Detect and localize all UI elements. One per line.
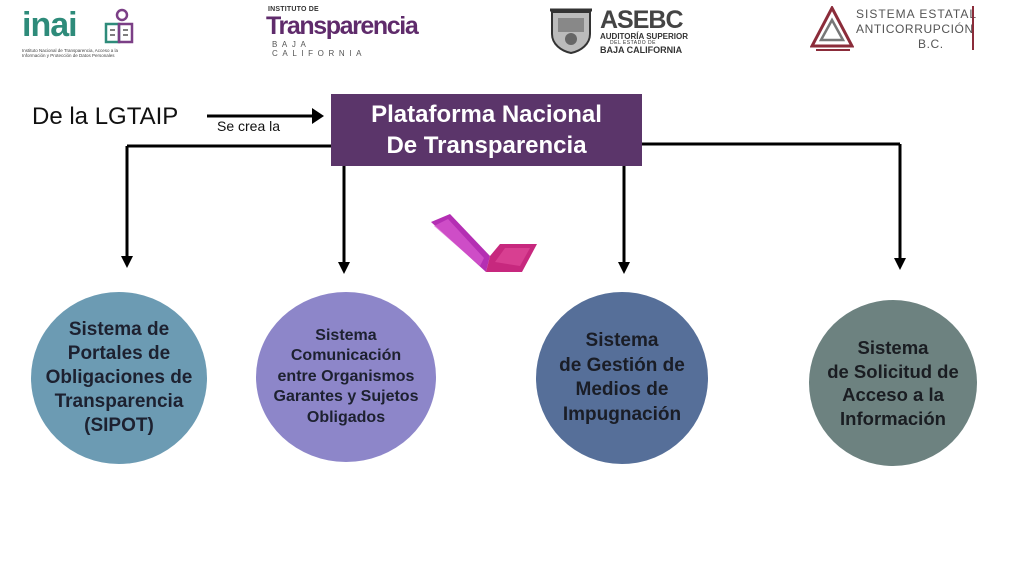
asebc-wordmark: ASEBC bbox=[600, 6, 684, 34]
sea-line3: B.C. bbox=[918, 37, 944, 51]
ribbon-decoration bbox=[431, 214, 537, 272]
sea-line1: SISTEMA ESTATAL bbox=[856, 7, 978, 21]
se-crea-label: Se crea la bbox=[217, 118, 281, 134]
drop-3-head bbox=[618, 262, 630, 274]
system-medios-impugnacion: Sistema de Gestión de Medios de Impugnac… bbox=[536, 292, 708, 464]
system-solicitud-acceso-label: Sistema de Solicitud de Acceso a la Info… bbox=[827, 337, 959, 429]
asebc-shield-icon bbox=[550, 8, 592, 54]
drop-1-head bbox=[121, 256, 133, 268]
inai-emblem-icon bbox=[104, 8, 134, 44]
inai-wordmark: inai bbox=[22, 6, 78, 44]
itbc-prefix: INSTITUTO DE bbox=[268, 6, 319, 13]
drop-4-head bbox=[894, 258, 906, 270]
system-solicitud-acceso: Sistema de Solicitud de Acceso a la Info… bbox=[809, 300, 977, 466]
itbc-logo: INSTITUTO DE Transparencia BAJA CALIFORN… bbox=[262, 6, 419, 58]
system-sipot: Sistema de Portales de Obligaciones de T… bbox=[31, 292, 207, 464]
inai-subtitle: Instituto Nacional de Transparencia, Acc… bbox=[22, 48, 119, 58]
lgtaip-label: De la LGTAIP bbox=[32, 103, 179, 130]
asebc-line2: DEL ESTADO DE bbox=[610, 40, 656, 46]
sea-emblem-icon bbox=[810, 6, 854, 51]
asebc-line1: AUDITORÍA SUPERIOR bbox=[600, 32, 689, 41]
system-comunicacion-label: Sistema Comunicación entre Organismos Ga… bbox=[273, 326, 419, 426]
itbc-region: BAJA CALIFORNIA bbox=[272, 40, 367, 58]
lgtaip-arrowhead bbox=[312, 108, 324, 124]
inai-logo: inai Instituto Nacional de Transparencia… bbox=[22, 6, 137, 62]
asebc-logo: ASEBC AUDITORÍA SUPERIOR DEL ESTADO DE B… bbox=[548, 4, 698, 56]
sea-line2: ANTICORRUPCIÓN bbox=[856, 22, 974, 36]
drop-2-head bbox=[338, 262, 350, 274]
system-medios-impugnacion-label: Sistema de Gestión de Medios de Impugnac… bbox=[559, 330, 685, 425]
platform-title-line1: Plataforma Nacional bbox=[371, 101, 602, 128]
system-comunicacion: Sistema Comunicación entre Organismos Ga… bbox=[256, 292, 436, 462]
itbc-wordmark: Transparencia bbox=[266, 12, 419, 40]
sea-logo: SISTEMA ESTATAL ANTICORRUPCIÓN B.C. bbox=[810, 4, 980, 56]
asebc-line3: BAJA CALIFORNIA bbox=[600, 45, 683, 55]
platform-title-line2: De Transparencia bbox=[386, 132, 587, 159]
sea-divider bbox=[972, 6, 974, 50]
platform-box: Plataforma Nacional De Transparencia bbox=[331, 94, 642, 166]
system-sipot-label: Sistema de Portales de Obligaciones de T… bbox=[45, 319, 193, 436]
